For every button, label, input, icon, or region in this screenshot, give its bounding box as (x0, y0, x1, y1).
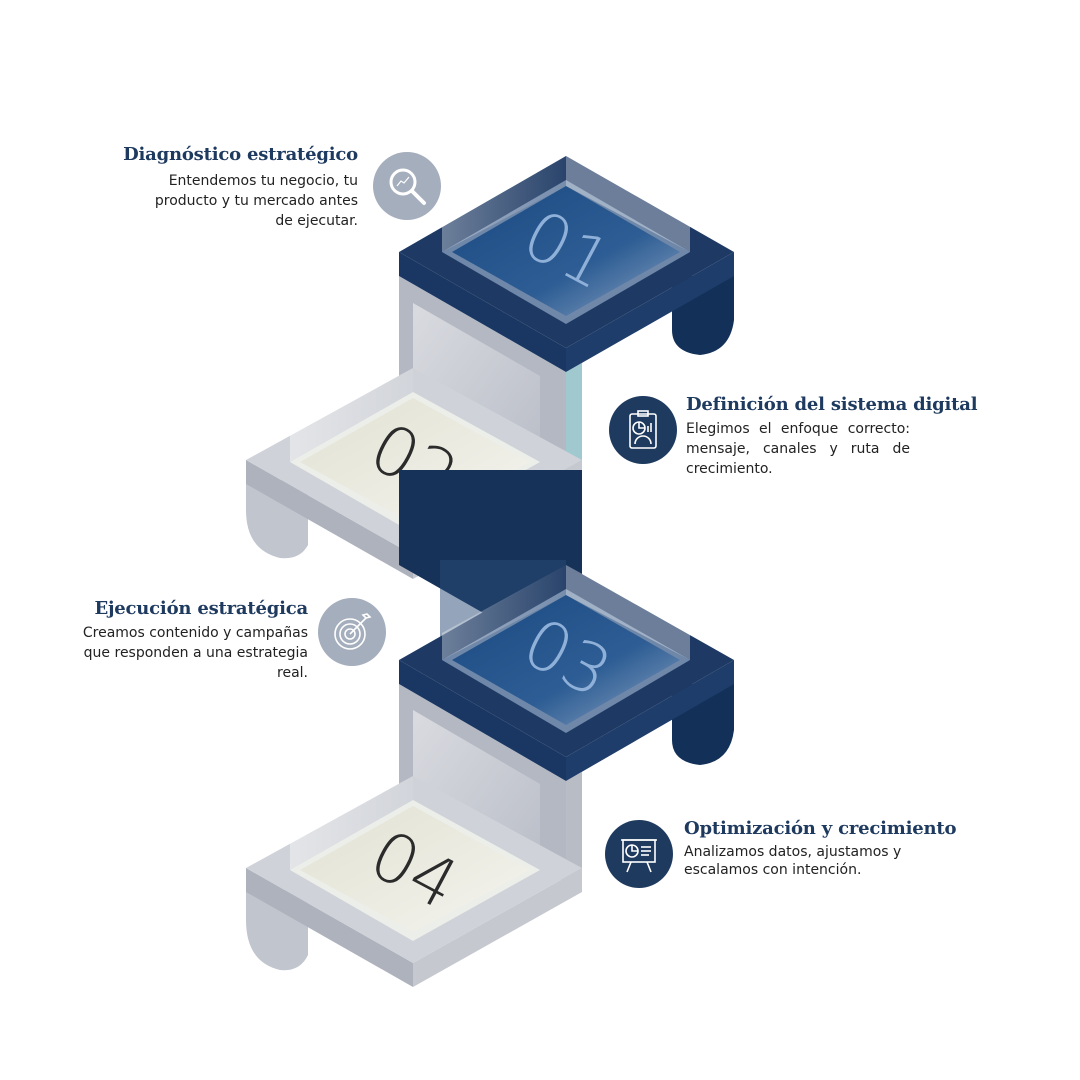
clipboard-chart-icon (609, 396, 677, 464)
step-block-03: 03 (399, 565, 734, 781)
step-01-text: Diagnóstico estratégico Entendemos tu ne… (110, 144, 358, 231)
step-description: Elegimos el enfoque correcto: mensaje, c… (686, 421, 910, 477)
step-description: Analizamos datos, ajustamos y escalamos … (684, 844, 902, 878)
target-icon (318, 598, 386, 666)
step-title: Diagnóstico estratégico (123, 144, 358, 165)
step-02-text: Definición del sistema digital Elegimos … (686, 394, 978, 479)
step-description: Entendemos tu negocio, tu producto y tu … (154, 173, 358, 229)
magnifier-icon (373, 152, 441, 220)
presentation-board-icon (605, 820, 673, 888)
step-03-text: Ejecución estratégica Creamos contenido … (60, 598, 308, 683)
step-block-01: 01 (399, 156, 734, 372)
step-title: Optimización y crecimiento (684, 818, 957, 839)
step-04-text: Optimización y crecimiento Analizamos da… (684, 818, 957, 879)
step-title: Ejecución estratégica (94, 598, 308, 619)
step-title: Definición del sistema digital (686, 394, 978, 415)
step-block-04: 04 (246, 776, 582, 987)
step-description: Creamos contenido y campañas que respond… (82, 625, 308, 681)
